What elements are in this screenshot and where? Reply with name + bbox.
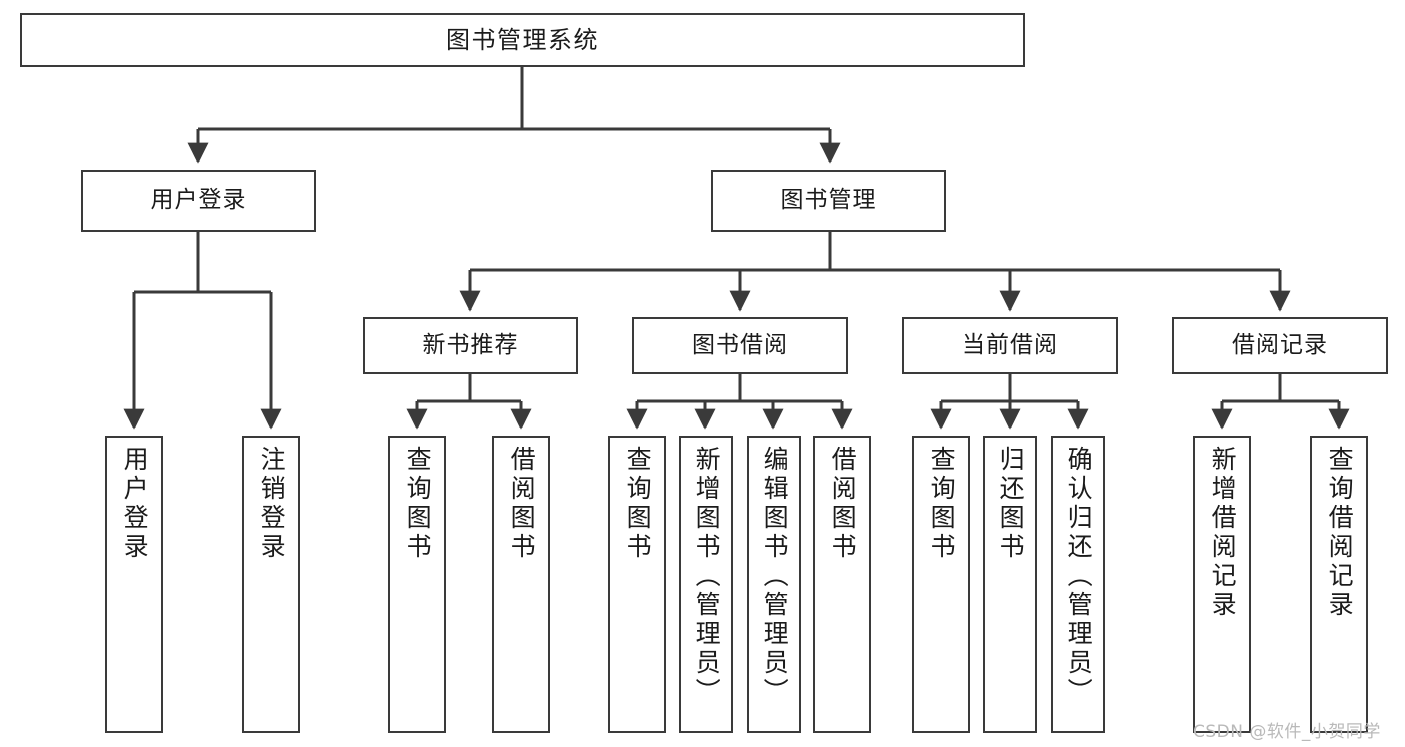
node-book-manage-label: 图书管理 <box>780 187 877 214</box>
node-leaf-query-record-label: 查询借阅记录 <box>1325 446 1355 620</box>
node-leaf-borrow-book-1[interactable]: 借阅图书 <box>492 436 550 733</box>
node-leaf-borrow-book-2[interactable]: 借阅图书 <box>813 436 871 733</box>
node-leaf-query-book-1[interactable]: 查询图书 <box>388 436 446 733</box>
node-leaf-logout-label: 注销登录 <box>257 446 287 562</box>
node-book-borrow[interactable]: 图书借阅 <box>632 317 848 374</box>
node-book-borrow-label: 图书借阅 <box>692 331 788 358</box>
node-leaf-logout[interactable]: 注销登录 <box>242 436 300 733</box>
node-book-manage[interactable]: 图书管理 <box>711 170 946 232</box>
node-leaf-user-login[interactable]: 用户登录 <box>105 436 163 733</box>
csdn-watermark: CSDN @软件_小贺同学 <box>1193 722 1381 742</box>
node-current-borrow-label: 当前借阅 <box>962 331 1058 358</box>
node-root[interactable]: 图书管理系统 <box>20 13 1025 67</box>
node-leaf-return-book[interactable]: 归还图书 <box>983 436 1037 733</box>
node-leaf-edit-book[interactable]: 编辑图书（管理员） <box>747 436 801 733</box>
node-leaf-query-book-3-label: 查询图书 <box>927 446 957 562</box>
node-leaf-add-book[interactable]: 新增图书（管理员） <box>679 436 733 733</box>
node-leaf-add-record-label: 新增借阅记录 <box>1208 446 1238 620</box>
node-leaf-query-book-1-label: 查询图书 <box>403 446 433 562</box>
node-leaf-query-book-2[interactable]: 查询图书 <box>608 436 666 733</box>
node-leaf-borrow-book-1-label: 借阅图书 <box>507 446 537 562</box>
node-leaf-edit-book-label: 编辑图书（管理员） <box>760 446 790 707</box>
node-leaf-user-login-label: 用户登录 <box>120 446 150 562</box>
node-leaf-borrow-book-2-label: 借阅图书 <box>828 446 858 562</box>
node-leaf-confirm-return-label: 确认归还（管理员） <box>1064 446 1094 707</box>
node-leaf-confirm-return[interactable]: 确认归还（管理员） <box>1051 436 1105 733</box>
node-borrow-record[interactable]: 借阅记录 <box>1172 317 1388 374</box>
node-leaf-add-record[interactable]: 新增借阅记录 <box>1193 436 1251 733</box>
node-leaf-query-book-3[interactable]: 查询图书 <box>912 436 970 733</box>
node-root-label: 图书管理系统 <box>446 25 599 54</box>
node-new-book-recommend[interactable]: 新书推荐 <box>363 317 578 374</box>
node-leaf-query-book-2-label: 查询图书 <box>623 446 653 562</box>
node-current-borrow[interactable]: 当前借阅 <box>902 317 1118 374</box>
node-leaf-add-book-label: 新增图书（管理员） <box>692 446 722 707</box>
node-new-book-recommend-label: 新书推荐 <box>422 331 519 358</box>
node-user-login[interactable]: 用户登录 <box>81 170 316 232</box>
node-borrow-record-label: 借阅记录 <box>1232 331 1328 358</box>
node-leaf-return-book-label: 归还图书 <box>996 446 1026 562</box>
node-leaf-query-record[interactable]: 查询借阅记录 <box>1310 436 1368 733</box>
node-user-login-label: 用户登录 <box>150 187 247 214</box>
